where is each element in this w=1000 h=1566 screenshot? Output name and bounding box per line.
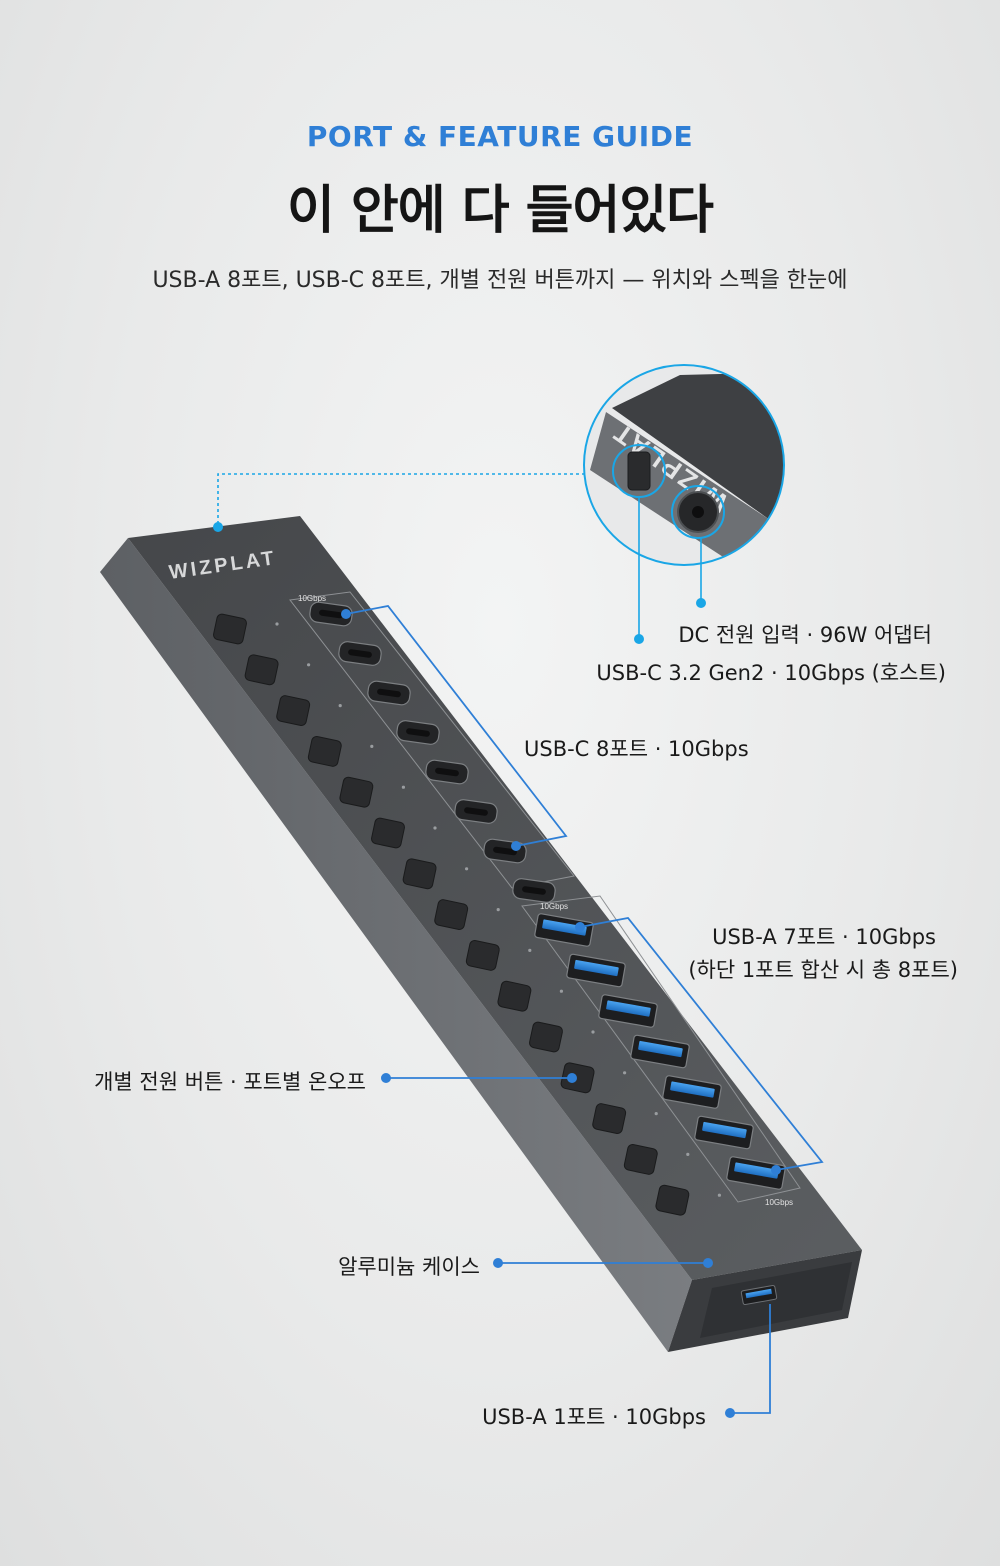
usb-c-port-slot (319, 609, 343, 619)
case-leader-dot-a (493, 1258, 503, 1268)
usba-bracket-dot-top (575, 922, 585, 932)
power-button[interactable] (560, 1062, 595, 1094)
usb-c-port-slot (377, 688, 401, 698)
inset-connector-dot (213, 522, 223, 532)
hub-front-face (700, 1262, 852, 1338)
power-button[interactable] (307, 735, 342, 768)
usb-c-port-slot (464, 807, 488, 816)
usbc-bracket-dot-top (341, 609, 351, 619)
power-button[interactable] (592, 1103, 627, 1135)
case-leader-dot-b (703, 1258, 713, 1268)
usb-c-group-outline (289, 591, 575, 889)
page-subtitle: USB-A 8포트, USB-C 8포트, 개별 전원 버튼까지 — 위치와 스… (152, 268, 848, 293)
power-button[interactable] (339, 776, 374, 808)
usb-a-bottom-speed-badge: 10Gbps (765, 1198, 793, 1207)
usbc-bracket (345, 605, 568, 847)
led-indicator (559, 989, 564, 993)
led-indicator (465, 867, 469, 871)
usb-c-speed-badge: 10Gbps (298, 594, 326, 603)
usb-c-port-slot (493, 846, 517, 856)
inset-ring (583, 364, 785, 566)
hub-left-side (100, 538, 692, 1352)
buttons-leader-dot-a (381, 1073, 391, 1083)
power-button[interactable] (371, 817, 406, 849)
magnified-inset: WIZPLAT (583, 364, 785, 566)
led-indicator (686, 1152, 690, 1156)
buttons-leader-dot-b (567, 1073, 577, 1083)
inset-dc-highlight (671, 485, 725, 539)
usb-c-port-slot (435, 767, 459, 777)
led-indicator (338, 704, 342, 708)
callout-dc-input: DC 전원 입력 · 96W 어댑터 (678, 623, 932, 647)
usb-c-port-slot (406, 728, 430, 737)
usb-hub-body: WIZPLAT 10Gbps 10Gbps 10Gbps (100, 516, 862, 1352)
callout-leaders (213, 473, 824, 1418)
inset-usb-c-host-port (627, 451, 651, 491)
led-indicator-column (275, 622, 722, 1197)
usb-c-port-slot (348, 649, 372, 658)
section-eyebrow: PORT & FEATURE GUIDE (306, 120, 694, 153)
led-indicator (370, 744, 374, 749)
usb-a-port-insert (606, 1000, 651, 1017)
led-indicator (591, 1030, 595, 1034)
callout-aluminum-case: 알루미늄 케이스 (338, 1255, 480, 1279)
dc-leader-dot (696, 598, 706, 608)
power-button-column (213, 613, 690, 1216)
callout-usbc-ports: USB-C 8포트 · 10Gbps (524, 737, 749, 761)
led-indicator (433, 826, 437, 830)
callout-usba-ports-line1: USB-A 7포트 · 10Gbps (712, 925, 936, 949)
power-button[interactable] (244, 654, 279, 686)
led-indicator (275, 622, 279, 626)
usb-a-group-outline (521, 895, 801, 1203)
led-indicator (654, 1112, 658, 1116)
led-indicator (623, 1071, 627, 1075)
inset-connector-line (217, 473, 584, 524)
led-indicator (528, 948, 532, 953)
inset-hub-end (590, 412, 770, 565)
power-button[interactable] (655, 1184, 690, 1216)
callout-usba-ports-line2: (하단 1포트 합산 시 총 8포트) (688, 958, 958, 982)
power-button[interactable] (497, 980, 532, 1012)
usb-c-port-slot (522, 886, 546, 895)
callout-usba-bottom: USB-A 1포트 · 10Gbps (482, 1405, 706, 1429)
page-title: 이 안에 다 들어있다 (286, 181, 714, 241)
usb-a-port-insert (734, 1162, 779, 1179)
usb-a-port-insert (670, 1081, 715, 1098)
power-button[interactable] (434, 899, 469, 931)
power-button[interactable] (276, 695, 311, 727)
usb-a-port-insert (574, 959, 619, 977)
power-button[interactable] (529, 1021, 564, 1053)
callout-power-buttons: 개별 전원 버튼 · 포트별 온오프 (94, 1070, 366, 1094)
usba-bracket-dot-bottom (771, 1165, 781, 1175)
usb-a-port-insert (702, 1121, 747, 1139)
bottom-usb-a-port-insert (745, 1288, 772, 1299)
usb-a-port-insert (542, 919, 587, 936)
inset-hub-top (612, 372, 784, 520)
led-indicator (717, 1193, 722, 1197)
usb-a-speed-badge: 10Gbps (540, 902, 568, 911)
led-indicator (496, 908, 500, 912)
bottom-port-leader (732, 1304, 771, 1414)
usb-a-port-insert (638, 1040, 683, 1058)
usb-a-port-column (534, 913, 786, 1190)
power-button[interactable] (465, 939, 500, 972)
usb-c-port-column (309, 601, 556, 903)
usbc-bracket-dot-bottom (511, 841, 521, 851)
usba-bracket (579, 917, 824, 1171)
bottom-port-leader-dot (725, 1408, 735, 1418)
host-leader-dot (634, 634, 644, 644)
led-indicator (307, 663, 311, 667)
power-button[interactable] (402, 858, 437, 890)
inset-dc-jack-pin (692, 506, 704, 518)
led-indicator (401, 785, 405, 789)
power-button[interactable] (623, 1143, 658, 1176)
callout-usbc-host: USB-C 3.2 Gen2 · 10Gbps (호스트) (596, 661, 946, 685)
power-button[interactable] (213, 613, 248, 645)
